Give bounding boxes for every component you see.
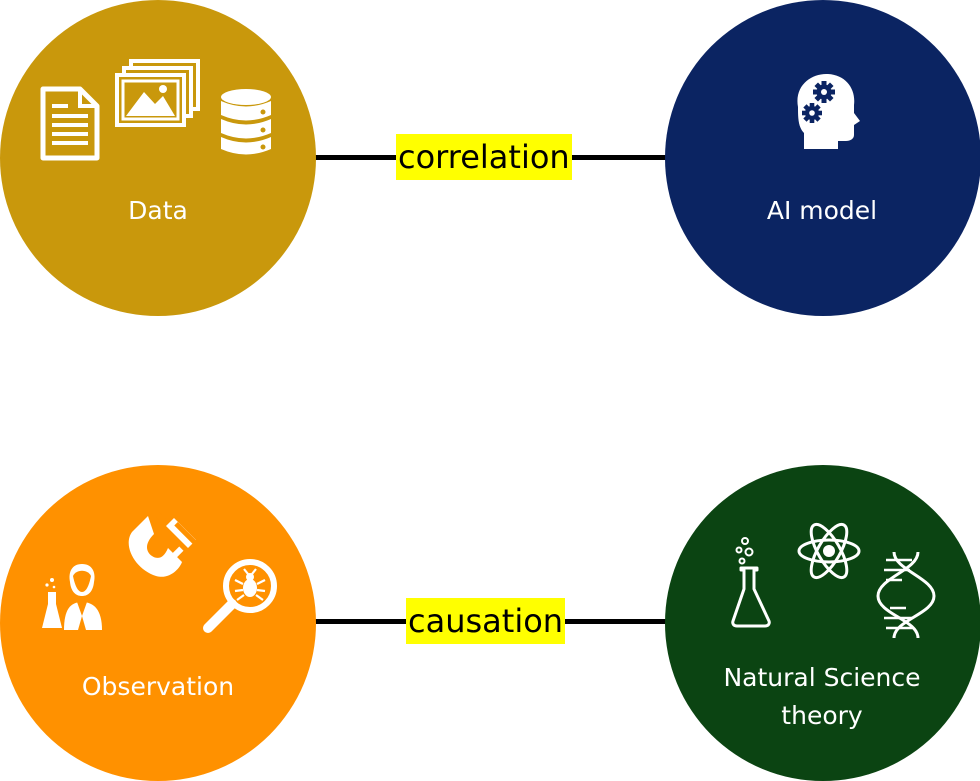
observation-label: Observation [81,672,235,701]
data-label: Data [128,196,188,225]
scientist-icon [42,564,102,630]
flask-icon [731,537,771,628]
theory-label-line1: Natural Science [723,663,921,692]
theory-label-line2: theory [781,701,863,730]
magnet-icon [128,508,200,577]
theory-circle [665,465,980,781]
correlation-label: correlation [396,134,572,180]
images-icon [115,59,200,127]
magnifier-bug-icon [203,559,277,633]
ai-model-label: AI model [766,196,878,225]
ai-model-circle [665,0,980,316]
database-icon [221,89,271,155]
causation-label: causation [406,598,566,644]
dna-icon [876,551,936,639]
head-gears-icon [797,73,860,149]
document-icon [40,86,100,161]
atom-icon [797,522,861,580]
